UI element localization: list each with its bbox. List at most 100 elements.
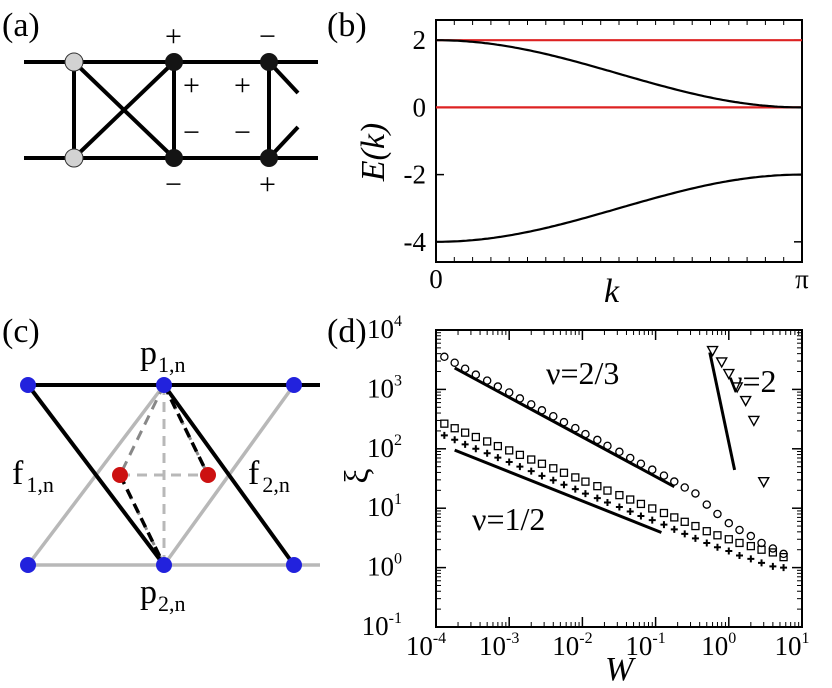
- data-point-plus: [648, 516, 656, 524]
- node-dark-bottom-2: [260, 149, 278, 167]
- data-point-triangle: [739, 395, 752, 407]
- data-point-plus: [516, 463, 524, 471]
- black-diagonal-1: [26, 383, 166, 567]
- data-point-plus: [494, 454, 502, 462]
- y-tick-label: -2: [404, 160, 427, 190]
- data-point-circle: [625, 453, 635, 463]
- data-point-plus: [725, 547, 733, 555]
- data-point-circle: [460, 364, 470, 373]
- node-light-bottom: [64, 148, 84, 168]
- data-point-plus: [735, 551, 743, 559]
- data-point-plus: [780, 564, 788, 572]
- data-point-square: [779, 552, 788, 562]
- data-point-circle: [648, 465, 657, 474]
- sign-lower-inner-2: −: [234, 116, 251, 149]
- black-diagonal-2: [162, 383, 296, 567]
- data-point-triangle: [722, 368, 735, 380]
- y-tick-label: 100: [367, 551, 402, 582]
- data-point-circle: [680, 483, 689, 492]
- data-point-square: [724, 535, 733, 544]
- data-point-square: [593, 482, 602, 491]
- annotation-nu-2-3: ν=2/3: [546, 355, 619, 391]
- data-point-triangle: [715, 357, 728, 369]
- data-point-square: [757, 545, 766, 554]
- x-tick-label: π: [795, 264, 809, 294]
- node-dark-top-2: [260, 53, 278, 71]
- band-plot-ticks: [436, 20, 802, 262]
- site-blue: [286, 557, 302, 573]
- scaling-plot-ylabel: ξ: [339, 468, 376, 483]
- data-point-square: [515, 450, 525, 460]
- data-point-circle: [581, 429, 590, 439]
- data-point-square: [648, 504, 657, 513]
- panel-a: (a) + + − − − + − +: [2, 7, 318, 201]
- sign-bottom-2: +: [259, 168, 276, 201]
- data-point-square: [603, 486, 612, 495]
- data-point-circle: [515, 394, 525, 403]
- scaling-plot-xlabel: W: [605, 651, 636, 688]
- node-dark-bottom-1: [165, 149, 183, 167]
- x-tick-label: 100: [701, 630, 736, 661]
- data-point-circle: [549, 412, 558, 421]
- reference-line: [708, 352, 737, 471]
- node-dark-top-1: [165, 53, 183, 71]
- data-point-circle: [526, 400, 536, 409]
- cross-link-2: [72, 60, 176, 160]
- data-point-square: [746, 541, 755, 551]
- sign-top-2: −: [259, 20, 276, 53]
- data-point-square: [768, 548, 778, 557]
- data-point-square: [670, 513, 679, 522]
- data-point-plus: [637, 512, 645, 520]
- black-dashed-link-2: [118, 474, 166, 566]
- y-tick-label: 0: [413, 92, 427, 122]
- data-point-plus: [713, 543, 721, 551]
- reference-line: [454, 448, 662, 534]
- data-point-square: [571, 473, 580, 482]
- site-red: [200, 467, 216, 483]
- data-point-plus: [603, 498, 611, 506]
- sign-upper-inner-1: +: [183, 69, 200, 102]
- data-point-plus: [472, 445, 480, 453]
- panel-d-label: (d): [327, 313, 367, 350]
- sign-top-1: +: [165, 20, 182, 53]
- data-point-triangle: [757, 476, 770, 489]
- data-point-plus: [691, 534, 699, 542]
- data-point-plus: [483, 449, 491, 457]
- data-point-square: [493, 441, 503, 451]
- data-point-square: [559, 468, 569, 477]
- data-point-plus: [626, 507, 634, 515]
- data-point-circle: [702, 500, 712, 509]
- data-point-plus: [670, 525, 678, 533]
- y-tick-label: 103: [367, 372, 402, 403]
- data-point-square: [626, 495, 635, 504]
- band-plot-curves: [436, 39, 802, 243]
- data-point-plus: [560, 481, 568, 489]
- data-point-plus: [747, 555, 755, 563]
- y-tick-label: 10-1: [362, 610, 402, 641]
- data-point-triangle: [730, 382, 744, 394]
- data-point-square: [680, 517, 689, 526]
- y-tick-label: 102: [367, 432, 402, 463]
- gray-dashed-link-1: [118, 384, 166, 476]
- data-point-plus: [538, 472, 546, 480]
- data-point-square: [713, 531, 722, 540]
- site-blue: [20, 557, 36, 573]
- black-dashed-link-1: [162, 384, 210, 476]
- y-tick-label: 104: [367, 313, 402, 344]
- annotation-nu-1-2: ν=1/2: [472, 501, 545, 537]
- data-point-circle: [440, 352, 449, 362]
- data-point-circle: [504, 388, 514, 397]
- data-point-triangle: [747, 415, 761, 427]
- x-tick-label: 101: [775, 630, 810, 661]
- data-point-square: [505, 446, 514, 455]
- data-point-plus: [549, 476, 557, 484]
- data-point-circle: [603, 441, 612, 451]
- data-point-circle: [571, 423, 580, 433]
- site-blue: [156, 557, 172, 573]
